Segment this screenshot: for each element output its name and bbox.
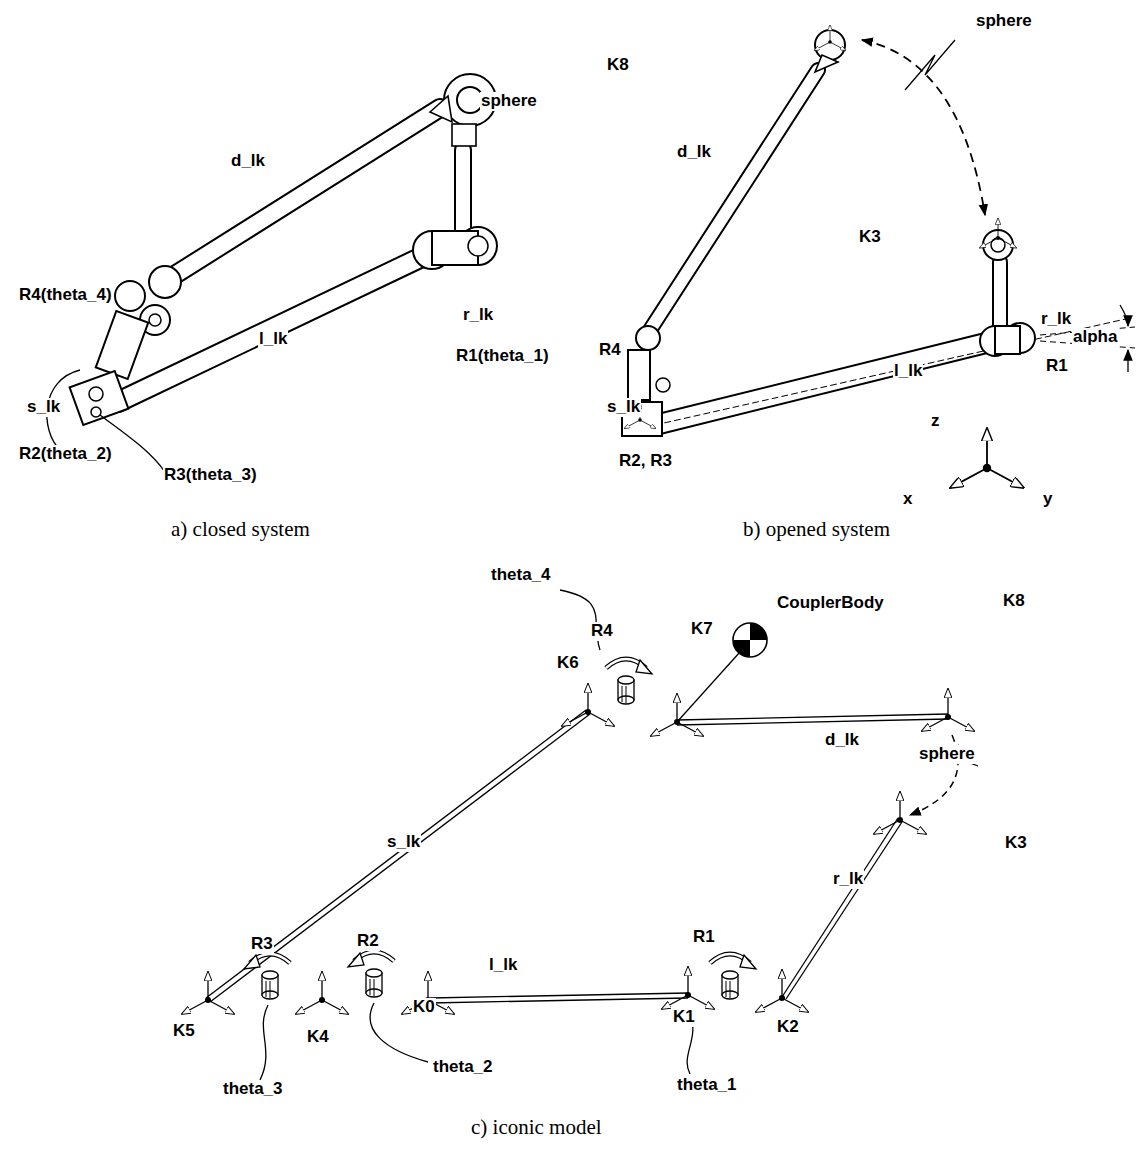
part-label: R3(theta_3) [163,466,258,485]
part-label: CouplerBody [776,594,885,613]
part-label: R4 [590,622,614,641]
part-label: K5 [172,1022,196,1041]
part-label: theta_1 [676,1076,738,1095]
part-label: r_lk [832,870,864,889]
part-label: K4 [306,1028,330,1047]
part-label: s_lk [386,833,421,852]
part-label: R1 [692,928,716,947]
part-label: R1(theta_1) [455,347,550,366]
part-label: l_lk [258,330,288,349]
part-label: alpha [1072,328,1118,347]
part-label: R4(theta_4) [18,286,113,305]
part-label: R4 [598,341,622,360]
part-label: l_lk [893,362,923,381]
part-label: theta_4 [490,566,552,585]
part-label: R2, R3 [618,452,673,471]
part-label: d_lk [824,731,860,750]
caption: c) iconic model [470,1116,603,1139]
part-label: sphere [480,92,538,111]
part-label: R3 [250,935,274,954]
part-label: z [930,412,941,431]
part-label: K8 [1002,592,1026,611]
part-label: K3 [858,228,882,247]
part-label: K0 [412,998,436,1017]
part-label: r_lk [462,306,494,325]
part-label: R2 [356,932,380,951]
part-label: r_lk [1040,310,1072,329]
caption: a) closed system [170,518,311,541]
part-label: sphere [975,12,1033,31]
part-label: K8 [606,56,630,75]
part-label: K7 [690,620,714,639]
part-label: sphere [918,745,976,764]
part-label: K3 [1004,834,1028,853]
part-label: theta_3 [222,1080,284,1099]
part-label: K2 [776,1018,800,1037]
part-label: d_lk [230,152,266,171]
part-label: s_lk [606,398,641,417]
part-label: R1 [1045,357,1069,376]
part-label: x [902,490,913,509]
part-label: K6 [556,654,580,673]
part-label: R2(theta_2) [18,445,113,464]
part-label: K1 [672,1008,696,1027]
part-label: s_lk [26,398,61,417]
part-label: y [1042,490,1053,509]
caption: b) opened system [742,518,891,541]
part-label: d_lk [676,143,712,162]
part-label: theta_2 [432,1058,494,1077]
part-label: l_lk [488,956,518,975]
